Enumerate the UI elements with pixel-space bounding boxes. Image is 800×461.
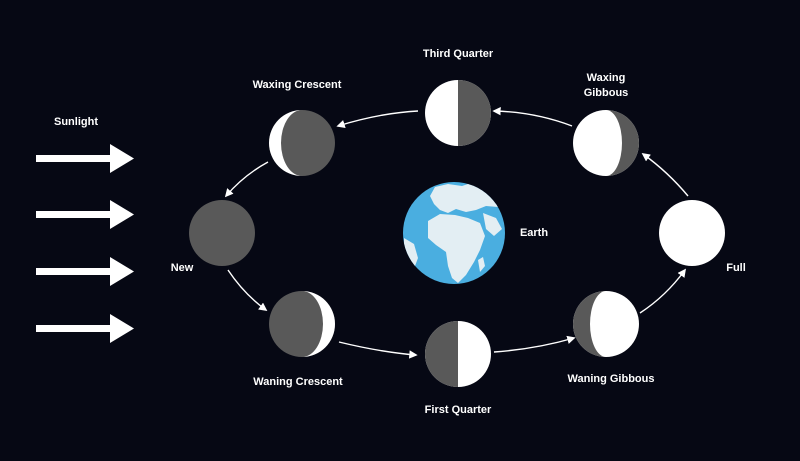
sunlight-arrow [36, 144, 134, 173]
orbit-arrow [641, 153, 689, 197]
earth-label: Earth [519, 227, 549, 239]
sunlight-arrow [36, 257, 134, 286]
orbit-arrow [639, 268, 686, 314]
sunlight-arrows [36, 144, 134, 343]
first-quarter-label: First Quarter [424, 404, 492, 416]
orbit-arrow [492, 106, 573, 127]
orbit-arrow [338, 341, 418, 359]
moon-waning-gibbous [573, 291, 639, 357]
waning-gibbous-label: Waning Gibbous [567, 373, 655, 385]
full-label: Full [726, 262, 746, 274]
moon-waxing-gibbous [573, 110, 639, 176]
third-quarter-label: Third Quarter [422, 48, 494, 60]
orbit-arrow [224, 161, 269, 198]
sunlight-arrow [36, 200, 134, 229]
moon-waning-crescent [269, 291, 335, 357]
moon-first-quarter [425, 321, 491, 387]
orbit-arrow [227, 269, 268, 311]
waning-crescent-label: Waning Crescent [253, 376, 343, 388]
waxing-gibbous-label-line2: Gibbous [583, 87, 629, 99]
moon-full [659, 200, 725, 266]
waxing-crescent-label: Waxing Crescent [252, 79, 342, 91]
waxing-gibbous-label-line1: Waxing [586, 72, 626, 84]
moon-new [189, 200, 255, 266]
new-label: New [170, 262, 194, 274]
orbit-arrow [493, 335, 576, 353]
orbit-arrow [336, 110, 419, 129]
sunlight-arrow [36, 314, 134, 343]
sunlight-label: Sunlight [54, 116, 98, 128]
moon-third-quarter [425, 80, 491, 146]
orbit-arrows [224, 106, 689, 359]
moon-waxing-crescent [269, 110, 335, 176]
earth-globe [403, 182, 505, 284]
